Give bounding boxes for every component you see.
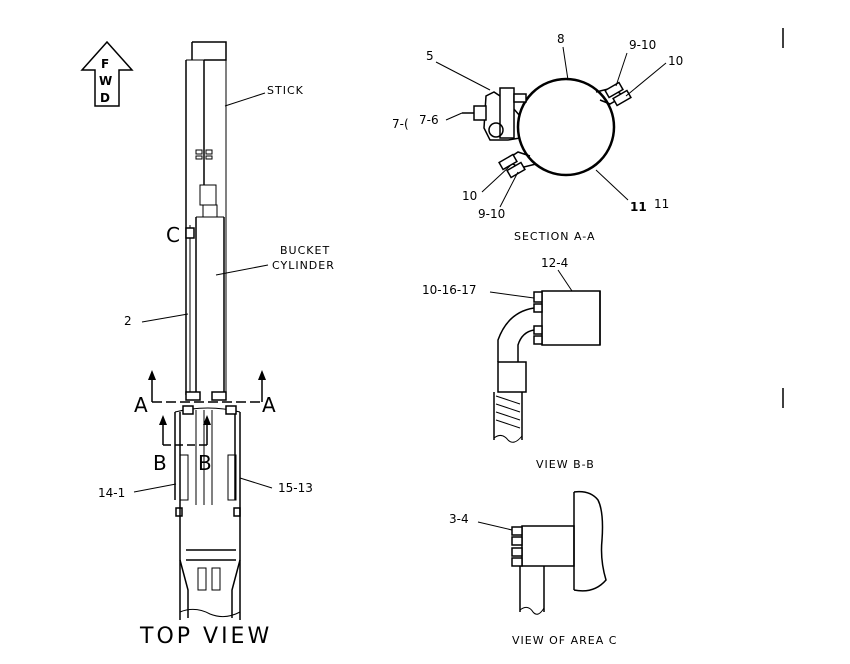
label-stick: STICK (267, 84, 304, 97)
label-a-9-10-bottom: 9-10 (478, 207, 505, 221)
label-b-12-4: 12-4 (541, 256, 568, 270)
label-a-7-6: 7-6 (419, 113, 439, 127)
section-b-cut-line (159, 415, 211, 446)
fwd-arrow-icon (80, 40, 134, 107)
section-a-clamp-drawing (462, 77, 632, 179)
stick-drawing (174, 41, 241, 620)
section-a-right-label: A (262, 393, 276, 417)
view-b-fitting-drawing (493, 290, 601, 443)
label-a-8: 8 (557, 32, 565, 46)
label-part-2: 2 (124, 314, 132, 328)
label-bucket-cylinder-1: BUCKET (280, 244, 330, 257)
label-a-10-bottom: 10 (462, 189, 477, 203)
label-a-11-bold: 11 (630, 200, 647, 214)
section-a-left-label: A (134, 393, 148, 417)
label-a-7-prefix: 7-( (392, 117, 409, 131)
label-a-11: 11 (654, 197, 669, 211)
label-c-3-4: 3-4 (449, 512, 469, 526)
fwd-letter-f: F (101, 57, 109, 71)
label-a-10-top: 10 (668, 54, 683, 68)
label-part-15-13: 15-13 (278, 481, 313, 495)
section-a-cut-line (148, 370, 266, 403)
view-c-fitting-drawing (511, 490, 607, 615)
top-view-title: TOP VIEW (139, 624, 272, 649)
section-a-caption: SECTION A-A (514, 230, 596, 243)
fwd-letter-d: D (100, 91, 110, 105)
label-bucket-cylinder-2: CYLINDER (272, 259, 335, 272)
view-b-caption: VIEW B-B (536, 458, 595, 471)
view-c-caption: VIEW OF AREA C (512, 634, 617, 647)
label-callout-c: C (166, 223, 180, 247)
fwd-letter-w: W (99, 74, 112, 88)
section-b-right-label: B (198, 451, 212, 475)
label-part-14-1: 14-1 (98, 486, 125, 500)
label-a-5: 5 (426, 49, 434, 63)
label-b-10-16-17: 10-16-17 (422, 283, 476, 297)
section-b-left-label: B (153, 451, 167, 475)
label-a-9-10-top: 9-10 (629, 38, 656, 52)
